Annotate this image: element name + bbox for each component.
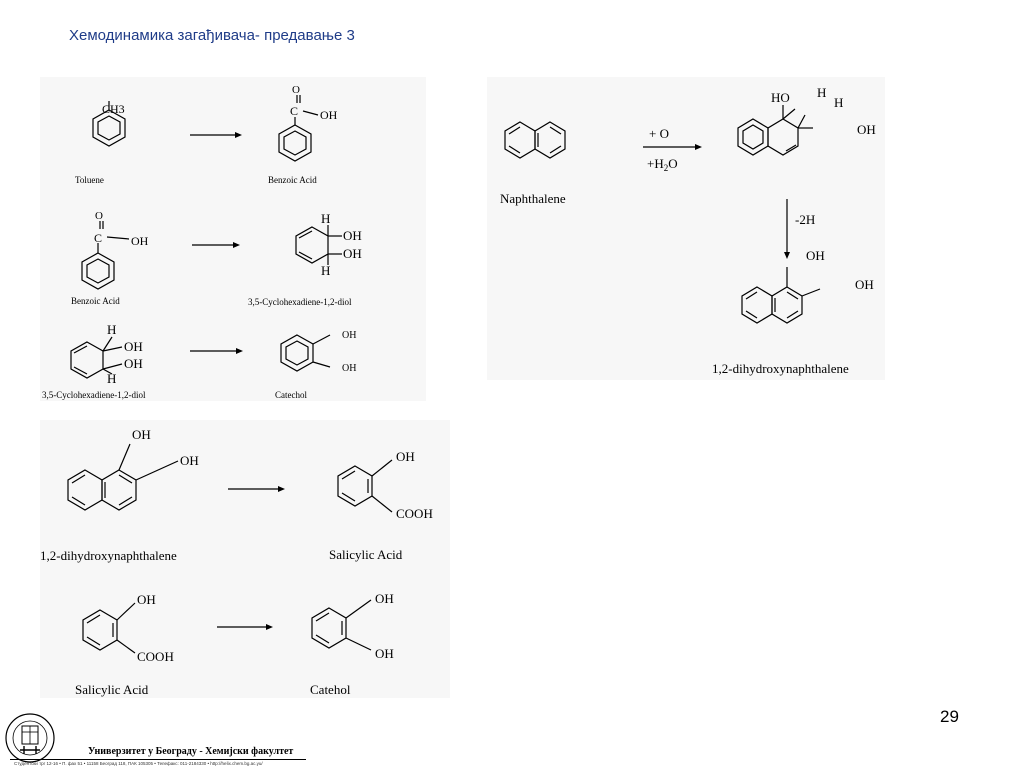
- naphthalene-right-ring: [534, 121, 566, 159]
- arrow-head: [695, 144, 702, 150]
- diol-top-oh-label: OH: [343, 228, 362, 243]
- arrow-head: [233, 242, 240, 248]
- salicylic-acid-label: Salicylic Acid: [329, 547, 403, 562]
- salicylic-acid-cooh-label: COOH: [396, 506, 433, 521]
- arrow-head: [784, 252, 790, 259]
- toluene-pathway-panel: CH3 Toluene C O OH Benzoic Acid C O OH B…: [40, 77, 426, 401]
- salicylic-pathway-panel: OH OH 1,2-dihydroxynaphthalene OH COOH S…: [40, 420, 450, 698]
- toluene-inner-ring: [97, 115, 121, 141]
- catehol-oh-1-label: OH: [375, 591, 394, 606]
- footer-address: Студентски трг 12-16 • П. фах 51 • 11158…: [14, 761, 263, 766]
- benzoic-acid-label: Benzoic Acid: [268, 175, 317, 185]
- dhn-right-ring: [101, 469, 137, 511]
- salicylic-acid-2-oh-label: OH: [137, 592, 156, 607]
- dihydrodiol-h2-label: H: [834, 95, 843, 110]
- dihydrodiol-oh-label: OH: [857, 122, 876, 137]
- salicylic-acid-ring: [337, 465, 373, 507]
- page-number: 29: [940, 707, 959, 726]
- product-oh-2-label: OH: [855, 277, 874, 292]
- salicylic-acid-2-cooh-label: COOH: [137, 649, 174, 664]
- footer: [0, 708, 320, 768]
- diol-2-top-oh-label: OH: [124, 339, 143, 354]
- catechol-label: Catechol: [275, 390, 307, 400]
- diol-top-h-label: H: [321, 211, 330, 226]
- dhn-label: 1,2-dihydroxynaphthalene: [40, 548, 177, 563]
- footer-divider: [10, 759, 306, 760]
- naphthalene-pathway-panel: Naphthalene + O +H2O HO H H OH -2H OH OH…: [487, 77, 885, 380]
- diol-bottom-oh-label: OH: [343, 246, 362, 261]
- slide-title: Хемодинамика загађивача- предавање 3: [69, 27, 355, 44]
- catechol-oh-2-label: OH: [342, 363, 356, 374]
- arrow-head: [278, 486, 285, 492]
- reagent-water-label: +H2O: [647, 156, 678, 173]
- toluene-ch3-label: CH3: [102, 102, 125, 116]
- benzoic-acid-2-c-label: C: [94, 231, 102, 245]
- catehol-label: Catehol: [310, 682, 351, 697]
- salicylic-acid-oh-label: OH: [396, 449, 415, 464]
- footer-institution: Универзитет у Београду - Хемијски факулт…: [88, 746, 294, 757]
- dihydrodiol-ho-label: HO: [771, 90, 790, 105]
- catehol-ring: [311, 607, 347, 649]
- arrow-head: [266, 624, 273, 630]
- cyclohexadiene-diol-label: 3,5-Cyclohexadiene-1,2-diol: [248, 297, 352, 307]
- university-seal-icon: [5, 713, 55, 763]
- reagent-oxygen-label: + O: [649, 126, 669, 141]
- benzoic-acid-ring-2: [81, 252, 115, 290]
- toluene-pathway-diagram: CH3 Toluene C O OH Benzoic Acid C O OH B…: [42, 84, 362, 400]
- naphthalene-label: Naphthalene: [500, 191, 566, 206]
- arrow-head: [236, 348, 243, 354]
- toluene-label: Toluene: [75, 175, 104, 185]
- product-oh-1-label: OH: [806, 248, 825, 263]
- naphthalene-pathway-diagram: Naphthalene + O +H2O HO H H OH -2H OH OH…: [500, 85, 876, 376]
- dhn-oh-2-label: OH: [180, 453, 199, 468]
- salicylic-acid-ring-2: [82, 609, 118, 651]
- cyclohexadiene-diol-ring: [295, 226, 329, 264]
- toluene-ring: [92, 109, 126, 147]
- product-label: 1,2-dihydroxynaphthalene: [712, 361, 849, 376]
- arrow-head: [235, 132, 242, 138]
- catehol-oh-2-label: OH: [375, 646, 394, 661]
- benzoic-acid-oh-label: OH: [320, 108, 338, 122]
- benzoic-acid-ring: [278, 124, 312, 162]
- benzoic-acid-o-label: O: [292, 84, 300, 96]
- benzoic-acid-2-o-label: O: [95, 210, 103, 222]
- diol-2-bottom-oh-label: OH: [124, 356, 143, 371]
- catechol-oh-1-label: OH: [342, 330, 356, 341]
- diol-2-top-h-label: H: [107, 322, 116, 337]
- dhn-oh-1-label: OH: [132, 427, 151, 442]
- dhn-left-ring: [67, 469, 103, 511]
- step-dehydrogenation-label: -2H: [795, 212, 815, 227]
- salicylic-acid-2-label: Salicylic Acid: [75, 682, 149, 697]
- benzoic-acid-2-oh-label: OH: [131, 234, 149, 248]
- benzoic-acid-2-label: Benzoic Acid: [71, 296, 120, 306]
- cyclohexadiene-diol-ring-2: [70, 341, 104, 379]
- salicylic-pathway-diagram: OH OH 1,2-dihydroxynaphthalene OH COOH S…: [40, 427, 433, 697]
- diol-2-bottom-h-label: H: [107, 371, 116, 386]
- diol-2-label: 3,5-Cyclohexadiene-1,2-diol: [42, 390, 146, 400]
- dihydrodiol-h1-label: H: [817, 85, 826, 100]
- benzoic-acid-c-label: C: [290, 104, 298, 118]
- diol-bottom-h-label: H: [321, 263, 330, 278]
- dihydrodiol-reduced-ring: [767, 118, 799, 156]
